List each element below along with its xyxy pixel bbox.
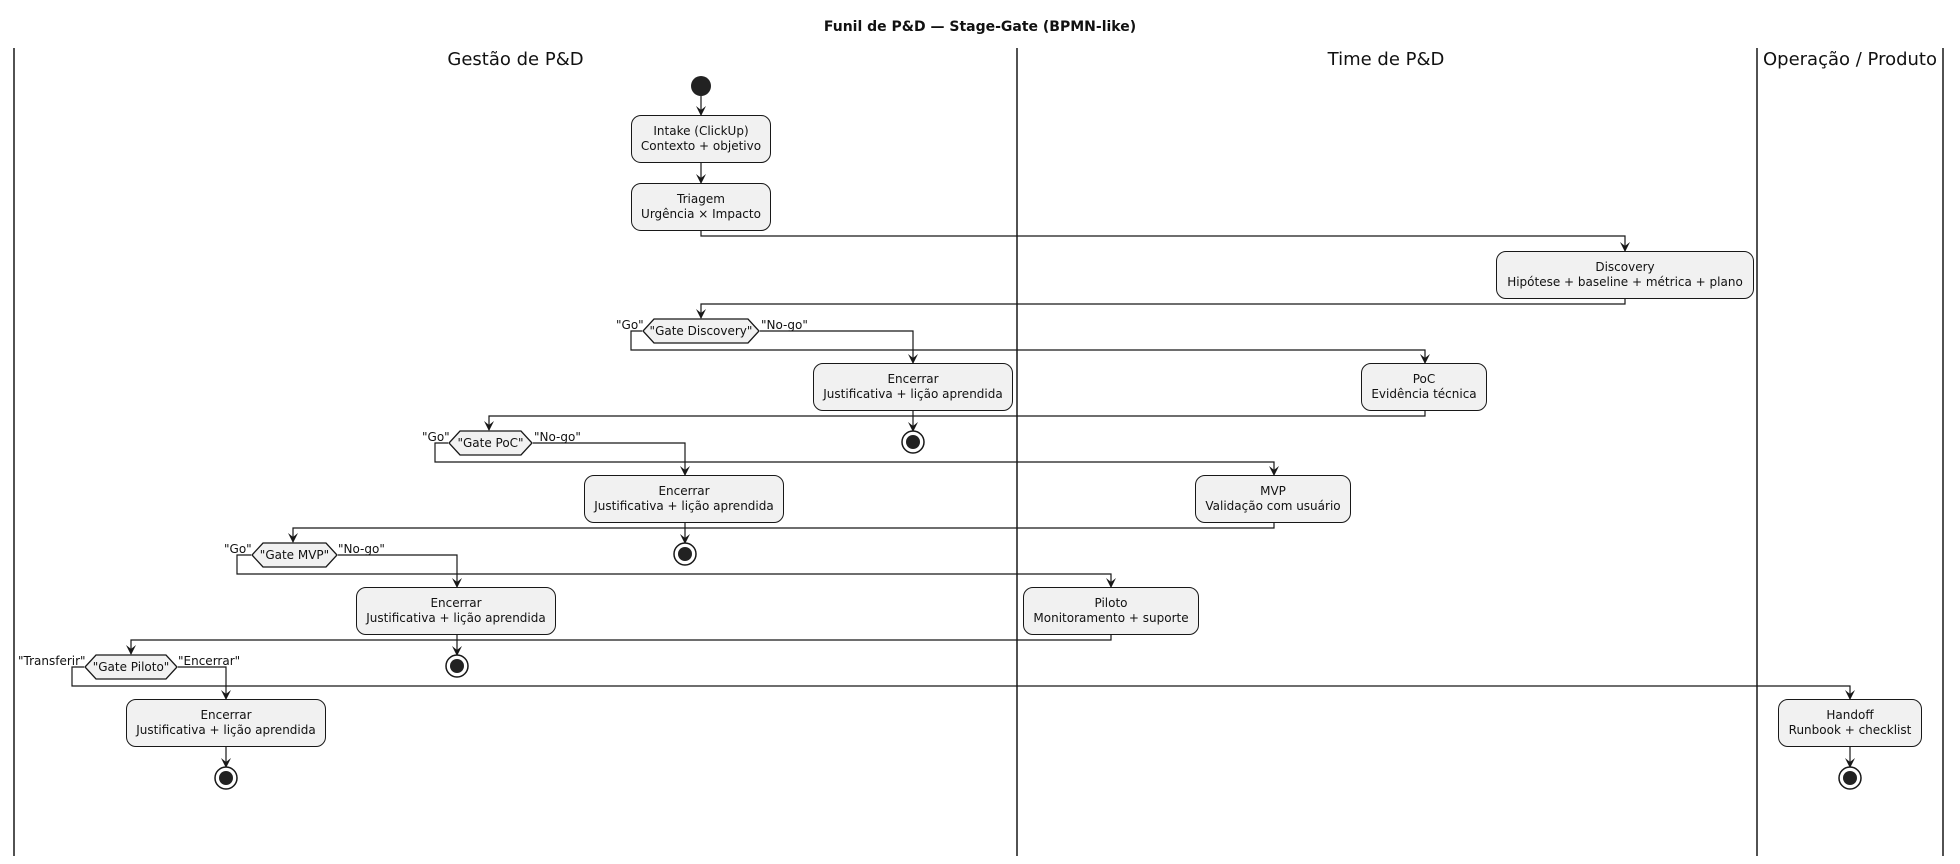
label-transferir: "Transferir" [18, 654, 86, 668]
diagram-title: Funil de P&D — Stage-Gate (BPMN-like) [823, 19, 1137, 35]
label-go-mvp: "Go" [224, 542, 252, 556]
start-node [691, 76, 711, 96]
lane-title-operacao: Operação / Produto [1762, 49, 1937, 70]
label-nogo-discovery: "No-go" [761, 318, 808, 332]
gate-mvp: "Gate MVP" [251, 542, 338, 568]
label-go-poc: "Go" [422, 430, 450, 444]
label-nogo-poc: "No-go" [534, 430, 581, 444]
label-encerrar: "Encerrar" [178, 654, 241, 668]
gate-poc: "Gate PoC" [448, 430, 533, 456]
node-intake: Intake (ClickUp)Contexto + objetivo [631, 115, 771, 163]
label-go-discovery: "Go" [616, 318, 644, 332]
lane-title-gestao: Gestão de P&D [447, 49, 584, 70]
end-nodes [214, 430, 1862, 790]
gate-discovery: "Gate Discovery" [642, 318, 760, 344]
label-nogo-mvp: "No-go" [338, 542, 385, 556]
lane-title-time: Time de P&D [1327, 49, 1445, 70]
gate-piloto: "Gate Piloto" [84, 654, 178, 680]
